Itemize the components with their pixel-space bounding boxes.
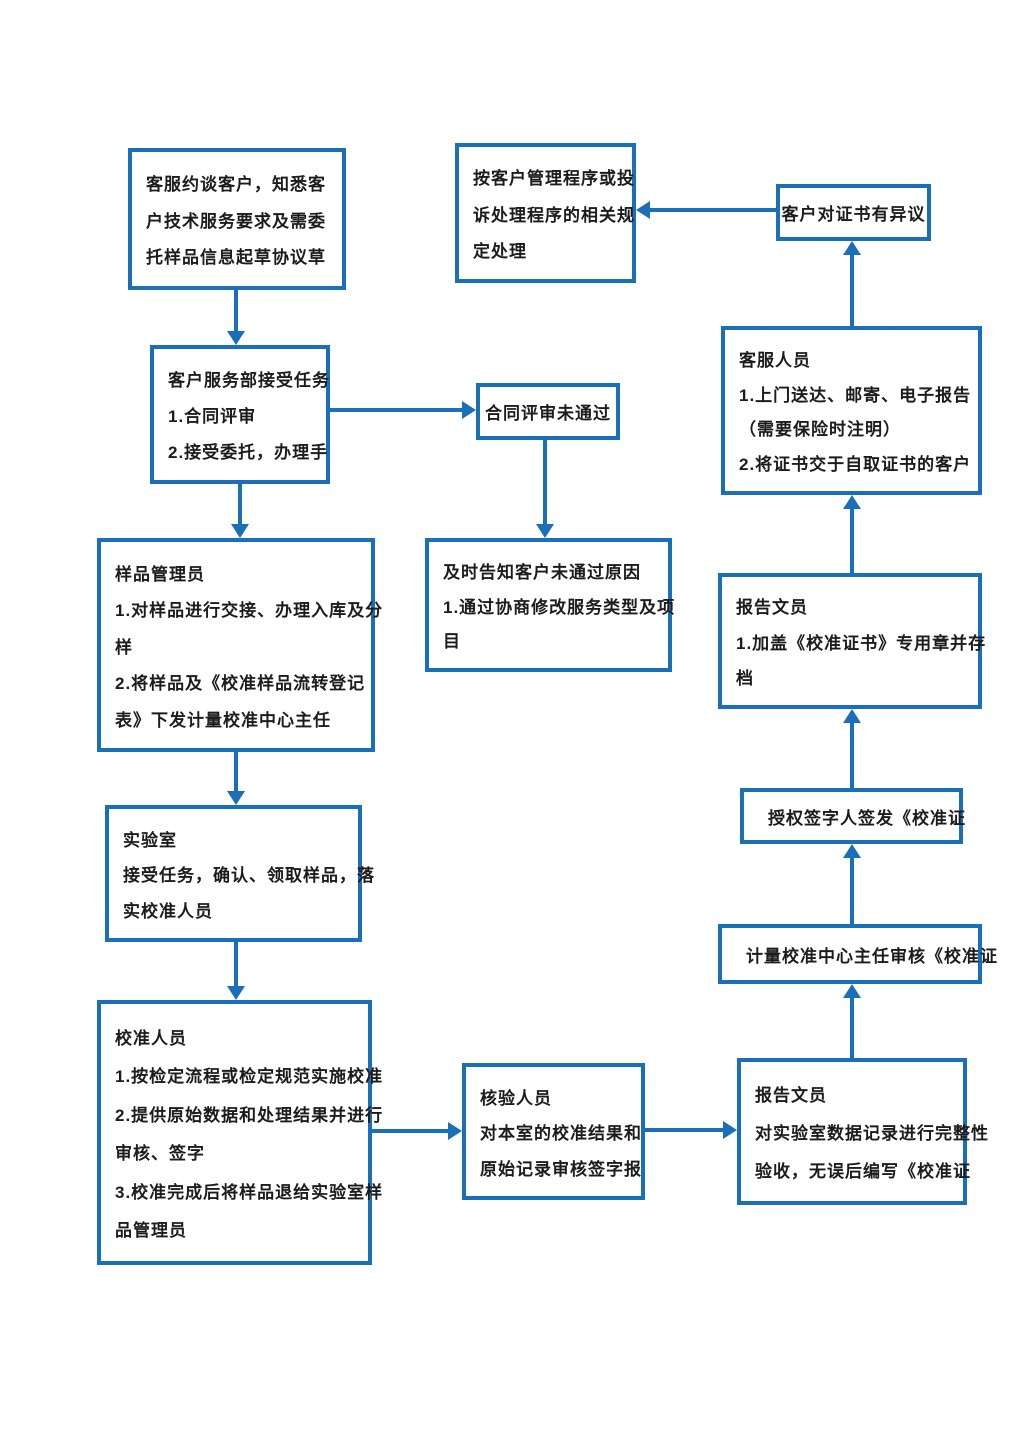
node-text-line: 1.上门送达、邮寄、电子报告 xyxy=(739,385,972,405)
arrowhead-up-icon xyxy=(843,984,861,998)
arrowhead-right-icon xyxy=(723,1121,737,1139)
node-text-line: 实验室 xyxy=(123,830,177,850)
node-consult-customer: 客服约谈客户，知悉客 户技术服务要求及需委 托样品信息起草协议草 xyxy=(128,148,346,290)
arrowhead-up-icon xyxy=(843,241,861,255)
node-text-line: 客服约谈客户，知悉客 xyxy=(146,174,326,194)
node-text-line: 对本室的校准结果和 xyxy=(480,1124,642,1143)
node-text-line: 2.接受委托，办理手 xyxy=(168,443,329,462)
node-text-line: 样品管理员 xyxy=(115,564,205,584)
node-text-line: 定处理 xyxy=(473,241,527,261)
node-text-line: 目 xyxy=(443,632,461,652)
arrowhead-right-icon xyxy=(448,1122,462,1140)
node-text-line: 实校准人员 xyxy=(123,901,213,921)
node-text-line: 客户服务部接受任务 xyxy=(168,371,330,390)
node-text-line: 1.对样品进行交接、办理入库及分 xyxy=(115,601,384,620)
node-complaint-procedure: 按客户管理程序或投 诉处理程序的相关规 定处理 xyxy=(455,143,636,283)
connector-reviewfail-to-notify xyxy=(543,440,547,524)
node-text-line: 3.校准完成后将样品退给实验室样 xyxy=(115,1182,384,1202)
node-text-line: 对实验室数据记录进行完整性 xyxy=(755,1124,989,1143)
node-certificate-objection: 客户对证书有异议 xyxy=(776,184,931,241)
node-text-line: 托样品信息起草协议草 xyxy=(146,248,326,268)
node-laboratory: 实验室 接受任务，确认、领取样品，落 实校准人员 xyxy=(105,805,375,942)
node-customer-service-staff: 客服人员 1.上门送达、邮寄、电子报告 （需要保险时注明） 2.将证书交于自取证… xyxy=(721,326,982,495)
connector-director-to-signer xyxy=(850,857,854,924)
node-text-line: 表》下发计量校准中心主任 xyxy=(115,710,331,730)
node-text-line: 合同评审未通过 xyxy=(485,404,611,423)
node-report-clerk-seal: 报告文员 1.加盖《校准证书》专用章并存 档 xyxy=(718,573,987,709)
arrowhead-left-icon xyxy=(636,201,650,219)
connector-sample-to-lab xyxy=(234,752,238,791)
node-text-line: 2.将证书交于自取证书的客户 xyxy=(739,455,972,475)
connector-signer-to-reportseal xyxy=(850,722,854,788)
node-text-line: 1.合同评审 xyxy=(168,407,257,426)
node-text-line: 客户对证书有异议 xyxy=(781,205,926,224)
node-customer-service-dept: 客户服务部接受任务 1.合同评审 2.接受委托，办理手 xyxy=(150,345,330,484)
node-text-line: （需要保险时注明） xyxy=(739,420,901,440)
node-notify-customer: 及时告知客户未通过原因 1.通过协商修改服务类型及项 目 xyxy=(425,538,676,672)
node-calibration-staff: 校准人员 1.按检定流程或检定规范实施校准 2.提供原始数据和处理结果并进行 审… xyxy=(97,1000,384,1265)
node-text-line: 2.提供原始数据和处理结果并进行 xyxy=(115,1105,384,1125)
arrowhead-up-icon xyxy=(843,844,861,858)
node-text-line: 验收，无误后编写《校准证 xyxy=(755,1162,971,1181)
node-authorized-signer: 授权签字人签发《校准证 xyxy=(740,788,966,844)
node-text-line: 诉处理程序的相关规 xyxy=(473,205,635,225)
node-text-line: 样 xyxy=(115,637,133,657)
node-report-clerk-check: 报告文员 对实验室数据记录进行完整性 验收，无误后编写《校准证 xyxy=(737,1058,989,1205)
arrowhead-up-icon xyxy=(843,709,861,723)
connector-service-to-sample xyxy=(238,484,242,524)
node-text-line: 1.加盖《校准证书》专用章并存 xyxy=(736,633,987,653)
connector-verifier-to-reportcheck xyxy=(645,1128,723,1132)
node-text-line: 及时告知客户未通过原因 xyxy=(443,562,641,582)
node-contract-review-fail: 合同评审未通过 xyxy=(476,383,620,440)
node-text-line: 按客户管理程序或投 xyxy=(473,169,635,189)
node-text-line: 2.将样品及《校准样品流转登记 xyxy=(115,674,366,693)
node-text-line: 户技术服务要求及需委 xyxy=(146,211,326,231)
arrowhead-down-icon xyxy=(227,986,245,1000)
node-text-line: 品管理员 xyxy=(115,1221,187,1241)
connector-reportseal-to-csstaff xyxy=(850,508,854,573)
connector-consult-to-service xyxy=(234,290,238,332)
node-text-line: 校准人员 xyxy=(115,1028,187,1048)
node-text-line: 客服人员 xyxy=(739,350,811,370)
arrowhead-down-icon xyxy=(227,331,245,345)
arrowhead-down-icon xyxy=(536,524,554,538)
node-text-line: 计量校准中心主任审核《校准证 xyxy=(746,946,998,966)
arrowhead-right-icon xyxy=(462,401,476,419)
arrowhead-down-icon xyxy=(231,524,249,538)
node-text-line: 1.通过协商修改服务类型及项 xyxy=(443,597,676,617)
connector-lab-to-calibrator xyxy=(234,942,238,986)
node-text-line: 核验人员 xyxy=(480,1088,552,1108)
connector-calibrator-to-verifier xyxy=(372,1129,448,1133)
node-text-line: 档 xyxy=(736,668,754,688)
arrowhead-up-icon xyxy=(843,495,861,509)
node-text-line: 接受任务，确认、领取样品，落 xyxy=(123,866,375,885)
arrowhead-down-icon xyxy=(227,791,245,805)
node-text-line: 报告文员 xyxy=(755,1086,827,1105)
connector-service-to-reviewfail xyxy=(330,408,462,412)
node-text-line: 原始记录审核签字报 xyxy=(480,1159,642,1179)
node-text-line: 授权签字人签发《校准证 xyxy=(768,808,966,828)
connector-reportcheck-to-director xyxy=(850,997,854,1058)
connector-objection-to-complaint xyxy=(650,208,776,212)
node-sample-manager: 样品管理员 1.对样品进行交接、办理入库及分 样 2.将样品及《校准样品流转登记… xyxy=(97,538,384,752)
node-center-director-review: 计量校准中心主任审核《校准证 xyxy=(718,924,997,984)
node-text-line: 报告文员 xyxy=(736,598,808,618)
node-verification-staff: 核验人员 对本室的校准结果和 原始记录审核签字报 xyxy=(462,1063,645,1200)
connector-csstaff-to-objection xyxy=(850,254,854,326)
node-text-line: 1.按检定流程或检定规范实施校准 xyxy=(115,1067,384,1087)
node-text-line: 审核、签字 xyxy=(115,1144,205,1164)
